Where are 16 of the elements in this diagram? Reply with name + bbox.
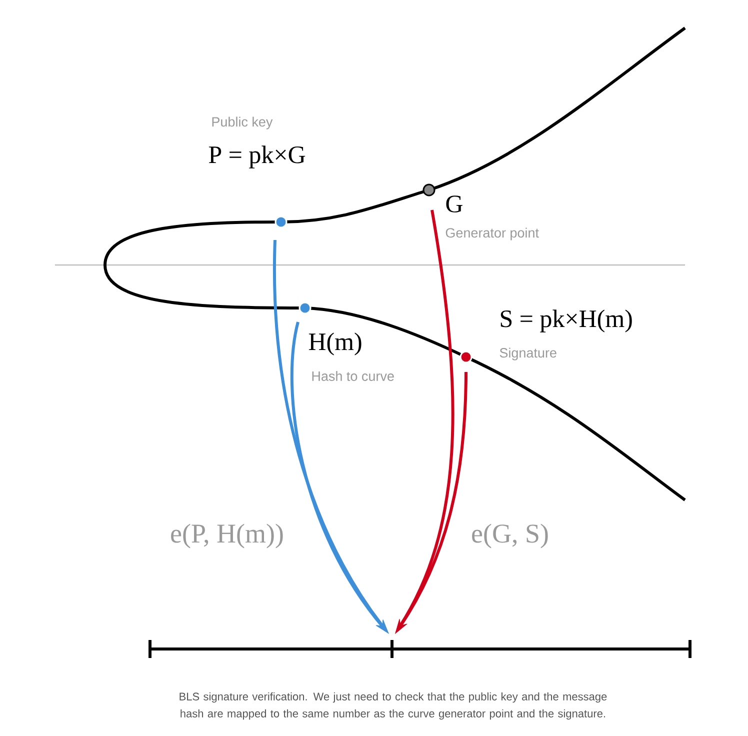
point-caption: Signature — [500, 348, 556, 360]
point-formula: P = pk×G — [208, 146, 306, 168]
point-caption: Generator point — [446, 228, 539, 240]
point-caption: Public key — [212, 116, 273, 130]
point-formula: H(m) — [308, 332, 362, 356]
tick-mark — [390, 640, 394, 658]
curve-point — [274, 216, 288, 228]
point-formula: S = pk×H(m) — [500, 310, 632, 332]
pairing-label: e(P, H(m)) — [171, 524, 283, 548]
curve-point — [298, 302, 312, 314]
point-formula: G — [446, 196, 462, 212]
point-caption: Hash to curve — [312, 371, 394, 381]
pairing-label: e(G, S) — [472, 524, 548, 548]
caption: BLS signature verification. We just need to check that the public key and the message hash are mapped to the same number as the curve generator point and the signature. — [180, 692, 607, 720]
curve-point — [422, 184, 436, 196]
curve-point — [460, 350, 472, 364]
